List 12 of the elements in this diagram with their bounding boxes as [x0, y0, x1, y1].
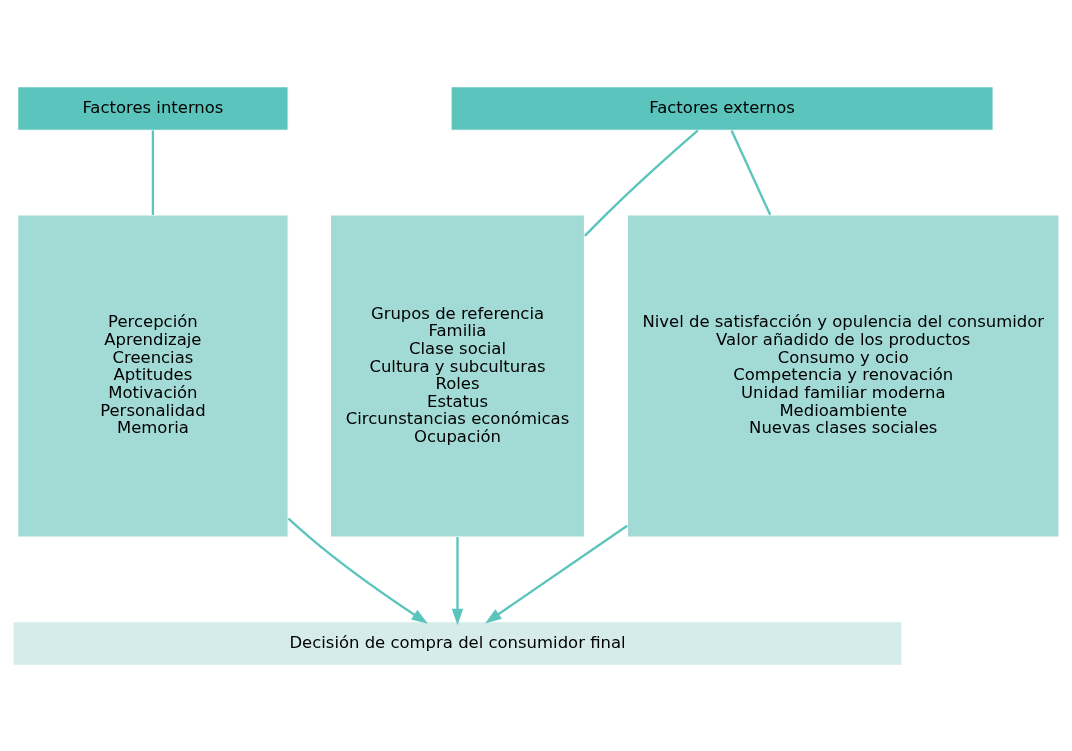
arrow: [287, 517, 429, 624]
node-box: Grupos de referencia Familia Clase social Cultura y subculturas Roles Estatus Circunstancias económicas Ocupación: [329, 213, 586, 538]
connector: [730, 129, 772, 215]
node-box: Factores externos: [450, 85, 994, 131]
arrow: [451, 536, 464, 625]
arrow: [485, 524, 628, 623]
connector: [584, 129, 699, 237]
connector: [151, 129, 155, 215]
node-box: Percepción Aprendizaje Creencias Aptitudes Motivación Personalidad Memoria: [17, 213, 289, 538]
node-box: Nivel de satisfacción y opulencia del consumidor Valor añadido de los productos Consumo y ocio Competencia y renovación Unidad familiar moderna Medioambiente Nuevas clases sociales: [626, 213, 1060, 538]
node-box: Decisión de compra del consumidor final: [12, 620, 903, 666]
node-box: Factores internos: [17, 85, 289, 131]
